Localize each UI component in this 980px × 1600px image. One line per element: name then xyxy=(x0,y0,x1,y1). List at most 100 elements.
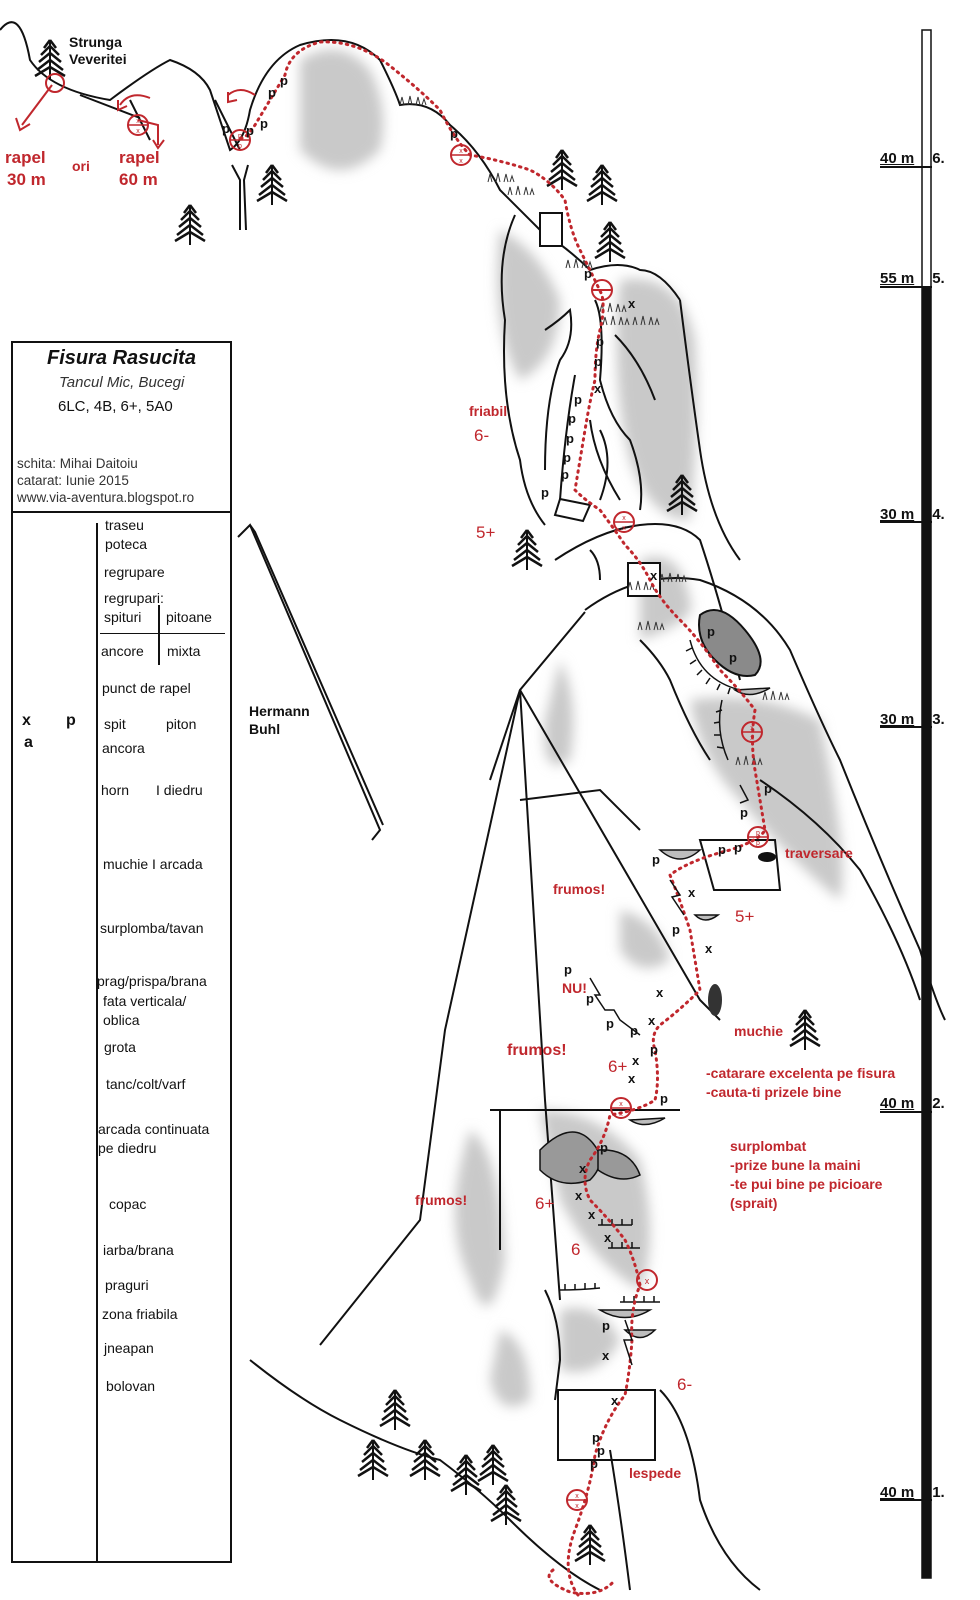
grade-6plus-pitch1: 6+ xyxy=(535,1194,555,1213)
legend-jneapan: jneapan xyxy=(104,1340,154,1356)
legend-fata-1: fata verticala/ xyxy=(103,993,187,1009)
overhangs xyxy=(597,687,771,1339)
legend-piton-letter: p xyxy=(66,712,76,729)
legend-credit-climbed: catarat: Iunie 2015 xyxy=(17,473,129,488)
legend-spit-letter: x xyxy=(22,712,31,729)
legend-title: Fisura Rasucita xyxy=(47,347,196,369)
svg-text:x: x xyxy=(648,1013,656,1028)
legend-horn: horn xyxy=(101,782,130,798)
legend-mixta: mixta xyxy=(167,643,201,659)
legend-relay-divider xyxy=(158,605,160,665)
hermann-buhl-route-line xyxy=(237,523,384,841)
svg-text:p: p xyxy=(450,126,458,141)
legend-praguri: praguri xyxy=(105,1277,149,1293)
annotation-traversare: traversare xyxy=(785,845,853,861)
legend-regrupare: regrupare xyxy=(104,564,165,580)
grade-5plus-pitch4: 5+ xyxy=(476,523,496,542)
scale-bar xyxy=(880,29,932,1579)
grade-6plus-pitch2: 6+ xyxy=(608,1057,628,1076)
svg-text:x: x xyxy=(656,985,664,1000)
annotation-note-2: -cauta-ti prizele bine xyxy=(706,1084,842,1100)
legend-spit: spit xyxy=(104,716,126,732)
legend-arcada-2: pe diedru xyxy=(98,1140,157,1156)
annotation-surp-3: (sprait) xyxy=(730,1195,778,1211)
rappel-30-line-1: rapel xyxy=(5,148,46,167)
rappel-or: ori xyxy=(72,158,90,174)
legend-credit-url: www.via-aventura.blogspot.ro xyxy=(17,490,195,505)
legend-traseu: traseu xyxy=(105,517,144,533)
svg-text:p: p xyxy=(597,1443,605,1458)
legend-ancore: ancore xyxy=(101,643,144,659)
svg-text:x: x xyxy=(604,1230,612,1245)
svg-text:x: x xyxy=(628,1071,636,1086)
svg-text:p: p xyxy=(574,392,582,407)
vertical-faces xyxy=(539,212,782,1461)
legend-rappel-point: punct de rapel xyxy=(102,680,191,696)
legend-panel xyxy=(11,341,232,1563)
svg-text:x: x xyxy=(628,296,636,311)
svg-text:p: p xyxy=(600,1140,608,1155)
legend-spituri: spituri xyxy=(104,609,142,625)
hermann-buhl-label-1: Hermann xyxy=(249,703,310,719)
svg-text:p: p xyxy=(740,805,748,820)
svg-text:p: p xyxy=(650,1042,658,1057)
annotation-nu: NU! xyxy=(562,980,587,996)
summit-name-line-1: Strunga xyxy=(69,34,122,50)
svg-text:x: x xyxy=(594,381,602,396)
legend-arcada-1: arcada continuata xyxy=(98,1121,210,1137)
svg-text:p: p xyxy=(280,73,288,88)
svg-text:p: p xyxy=(246,123,254,138)
svg-text:x: x xyxy=(602,1348,610,1363)
annotation-lespede: lespede xyxy=(629,1465,682,1481)
svg-text:p: p xyxy=(764,781,772,796)
annotation-friabil: friabil xyxy=(469,403,508,419)
svg-text:p: p xyxy=(586,991,594,1006)
annotation-surplombat: surplombat xyxy=(730,1138,807,1154)
svg-text:p: p xyxy=(734,840,742,855)
svg-text:x: x xyxy=(579,1161,587,1176)
legend-location: Tancul Mic, Bucegi xyxy=(59,374,185,391)
route-line xyxy=(238,40,767,1597)
legend-iarba: iarba/brana xyxy=(103,1242,174,1258)
legend-copac: copac xyxy=(109,1196,147,1212)
legend-anchor-letter: a xyxy=(24,734,33,751)
legend-ancora: ancora xyxy=(102,740,145,756)
legend-regrupari: regrupari: xyxy=(104,590,164,606)
svg-text:p: p xyxy=(564,962,572,977)
hermann-buhl-label-2: Buhl xyxy=(249,721,281,737)
svg-text:x: x xyxy=(632,1053,640,1068)
annotation-frumos-1: frumos! xyxy=(553,881,606,897)
svg-text:p: p xyxy=(222,121,230,136)
legend-pitoane: pitoane xyxy=(166,609,212,625)
svg-text:p: p xyxy=(606,1016,614,1031)
legend-bolovan: bolovan xyxy=(106,1378,156,1394)
svg-text:p: p xyxy=(566,431,574,446)
svg-text:p: p xyxy=(596,334,604,349)
annotation-note-1: -catarare excelenta pe fisura xyxy=(706,1065,896,1081)
legend-friabila: zona friabila xyxy=(102,1306,178,1322)
legend-prag: prag/prispa/brana xyxy=(97,973,207,989)
rappel-arrows xyxy=(15,84,256,150)
svg-text:p: p xyxy=(260,116,268,131)
legend-diedru: I diedru xyxy=(156,782,203,798)
grade-6-pitch1: 6 xyxy=(571,1240,581,1259)
svg-text:p: p xyxy=(672,922,680,937)
svg-text:p: p xyxy=(718,842,726,857)
legend-relay-rule xyxy=(100,633,225,634)
rappel-60-line-2: 60 m xyxy=(119,170,158,189)
svg-text:p: p xyxy=(590,1456,598,1471)
legend-poteca: poteca xyxy=(105,536,148,552)
svg-text:p: p xyxy=(584,266,592,281)
grade-5plus-pitch3: 5+ xyxy=(735,907,755,926)
svg-text:x: x xyxy=(588,1207,596,1222)
legend-divider xyxy=(96,523,98,1563)
legend-fata-2: oblica xyxy=(103,1012,140,1028)
svg-text:x: x xyxy=(575,1188,583,1203)
legend-surplomba: surplomba/tavan xyxy=(100,920,204,936)
